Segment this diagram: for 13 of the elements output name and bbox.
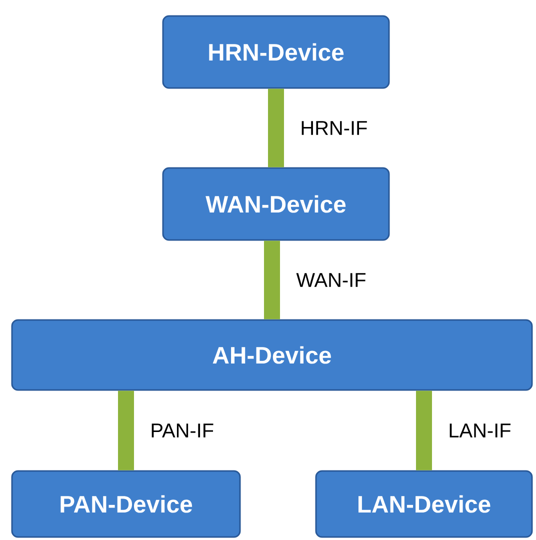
device-box: LAN-Device [315, 470, 533, 538]
edge-label: HRN-IF [298, 119, 370, 137]
edge-label: WAN-IF [294, 271, 368, 289]
device-box: WAN-Device [162, 167, 390, 241]
edge-label: PAN-IF [148, 422, 216, 440]
connector-bar [264, 240, 280, 320]
device-box: PAN-Device [11, 470, 241, 538]
edge-label: LAN-IF [446, 422, 514, 440]
connector-bar [268, 88, 284, 168]
connector-bar [416, 390, 432, 470]
device-box: AH-Device [11, 319, 533, 391]
connector-bar [118, 390, 134, 470]
device-box: HRN-Device [162, 15, 390, 89]
